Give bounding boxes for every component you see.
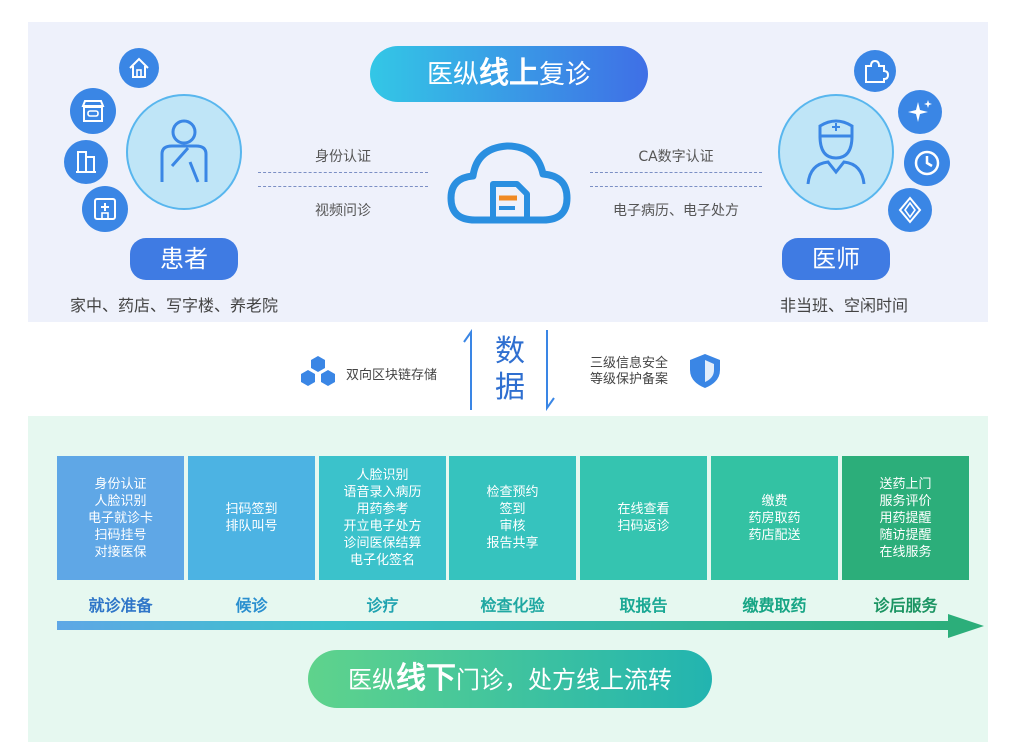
step-item: 对接医保	[94, 544, 147, 560]
step-box: 人脸识别语音录入病历用药参考开立电子处方诊间医保结算电子化签名	[319, 456, 446, 580]
step-item: 用药提醒	[879, 510, 932, 526]
step-item: 药店配送	[748, 527, 801, 543]
doctor-badge: 医师	[782, 238, 890, 280]
step-label: 候诊	[235, 596, 268, 615]
step-item: 随访提醒	[879, 527, 932, 543]
step-label: 诊疗	[366, 596, 399, 615]
video-consult-label: 视频问诊	[315, 203, 371, 219]
step-box: 扫码签到排队叫号	[188, 456, 315, 580]
offline-title: 医纵线下门诊，处方线上流转	[308, 650, 712, 708]
up-arrow	[462, 328, 480, 412]
step-item: 审核	[499, 519, 526, 534]
step-item: 人脸识别	[356, 468, 409, 483]
step-item: 人脸识别	[94, 493, 147, 509]
step-item: 扫码返诊	[617, 519, 670, 534]
patient-avatar	[126, 94, 242, 210]
dashed-line	[590, 186, 762, 187]
step-item: 服务评价	[879, 493, 932, 509]
patient-locations: 家中、药店、写字楼、养老院	[70, 296, 279, 315]
dashed-line	[258, 172, 428, 173]
step-label: 取报告	[619, 596, 668, 615]
step-item: 报告共享	[486, 536, 539, 551]
step-box: 身份认证人脸识别电子就诊卡扫码挂号对接医保	[57, 456, 184, 580]
step-box: 缴费药房取药药店配送	[711, 456, 838, 580]
doctor-avatar	[778, 94, 894, 210]
step-box: 检查预约签到审核报告共享	[449, 456, 576, 580]
home-icon	[119, 48, 159, 88]
step-item: 送药上门	[879, 476, 932, 492]
step-item: 在线查看	[617, 502, 670, 517]
process-arrow	[57, 621, 957, 630]
arrow-head	[948, 614, 984, 638]
ca-auth-label: CA数字认证	[638, 149, 714, 165]
step-item: 检查预约	[486, 485, 539, 500]
patient-badge: 患者	[130, 238, 238, 280]
step-item: 语音录入病历	[343, 485, 422, 500]
step-item: 缴费	[761, 493, 788, 509]
step-item: 电子化签名	[349, 553, 415, 568]
blockchain-storage-label: 双向区块链存储	[346, 368, 438, 383]
step-item: 在线服务	[879, 544, 932, 560]
dashed-line	[590, 172, 762, 173]
cloud-document-icon	[445, 126, 573, 236]
step-item: 扫码挂号	[94, 527, 147, 543]
down-arrow	[538, 328, 556, 412]
security-label: 三级信息安全等级保护备案	[590, 356, 669, 387]
shield-icon	[688, 352, 722, 390]
dashed-line	[258, 186, 428, 187]
e-record-label: 电子病历、电子处方	[613, 203, 739, 219]
sparkle-icon	[898, 90, 942, 134]
identity-auth-label: 身份认证	[315, 149, 371, 165]
step-label: 缴费取药	[742, 596, 807, 615]
data-label: 数据	[495, 334, 525, 405]
step-label: 诊后服务	[873, 596, 938, 615]
step-item: 电子就诊卡	[87, 510, 153, 526]
step-item: 用药参考	[356, 502, 409, 517]
doctor-times: 非当班、空闲时间	[779, 296, 908, 315]
step-item: 诊间医保结算	[343, 536, 422, 551]
step-item: 身份认证	[94, 476, 147, 492]
step-item: 排队叫号	[225, 519, 278, 534]
step-box: 送药上门服务评价用药提醒随访提醒在线服务	[842, 456, 969, 580]
step-item: 开立电子处方	[343, 519, 422, 534]
step-item: 扫码签到	[225, 502, 278, 517]
building-icon	[64, 140, 108, 184]
diamond-icon	[888, 188, 932, 232]
hospital-icon	[82, 186, 128, 232]
clock-icon	[904, 140, 950, 186]
step-label: 就诊准备	[88, 596, 153, 615]
step-label: 检查化验	[480, 596, 545, 615]
puzzle-icon	[854, 50, 896, 92]
step-item: 签到	[499, 502, 526, 517]
step-box: 在线查看扫码返诊	[580, 456, 707, 580]
blockchain-icon	[298, 352, 338, 392]
step-item: 药房取药	[748, 510, 801, 526]
store-icon	[70, 88, 116, 134]
online-title: 医纵线上复诊	[370, 46, 648, 102]
